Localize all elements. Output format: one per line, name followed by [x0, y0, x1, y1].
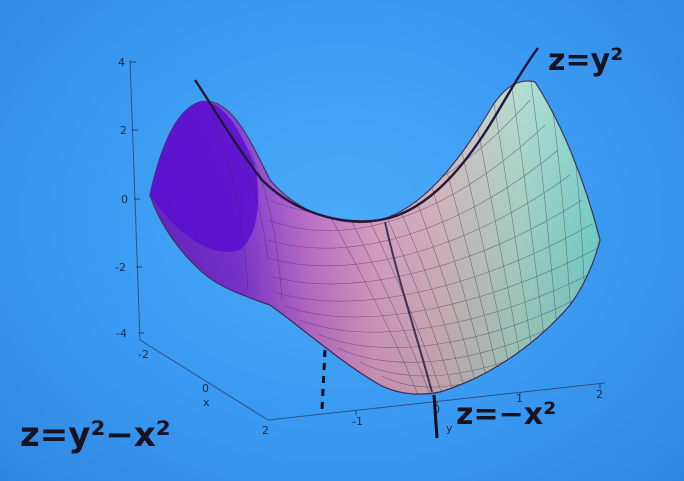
annotation-saddle-equation: z=y²−x²	[20, 415, 171, 455]
x-tick-2: 2	[262, 424, 269, 437]
z-tick-0: 0	[121, 193, 128, 206]
dashed-guide-line	[320, 349, 327, 411]
z-axis-line	[129, 59, 141, 341]
y-tick-neg1: -1	[352, 415, 363, 428]
x-axis-ticks: -2 0 x 2	[138, 348, 269, 437]
y-tick-2: 2	[596, 388, 603, 401]
x-tick-neg2: -2	[138, 348, 149, 361]
z-tick-2: 2	[120, 124, 127, 137]
saddle-surface	[149, 47, 601, 395]
annotation-z-eq-y2: z=y²	[548, 43, 623, 78]
annotation-z-eq-neg-x2: z=−x²	[456, 397, 556, 432]
z-tick-neg2: -2	[115, 261, 126, 274]
y-axis-label: y	[446, 422, 453, 435]
x-axis-label: x	[203, 396, 210, 409]
y-tick-1: 1	[516, 392, 523, 405]
x-tick-0: 0	[202, 382, 209, 395]
x-axis-line	[139, 339, 269, 421]
hand-line-origin	[432, 394, 439, 439]
z-axis-ticks: 4 2 0 -2 -4	[115, 56, 128, 340]
z-tick-neg4: -4	[116, 327, 127, 340]
curve-z-eq-y-squared	[194, 47, 539, 223]
z-tick-4: 4	[118, 56, 125, 69]
curve-z-eq-neg-x-squared	[384, 221, 433, 393]
